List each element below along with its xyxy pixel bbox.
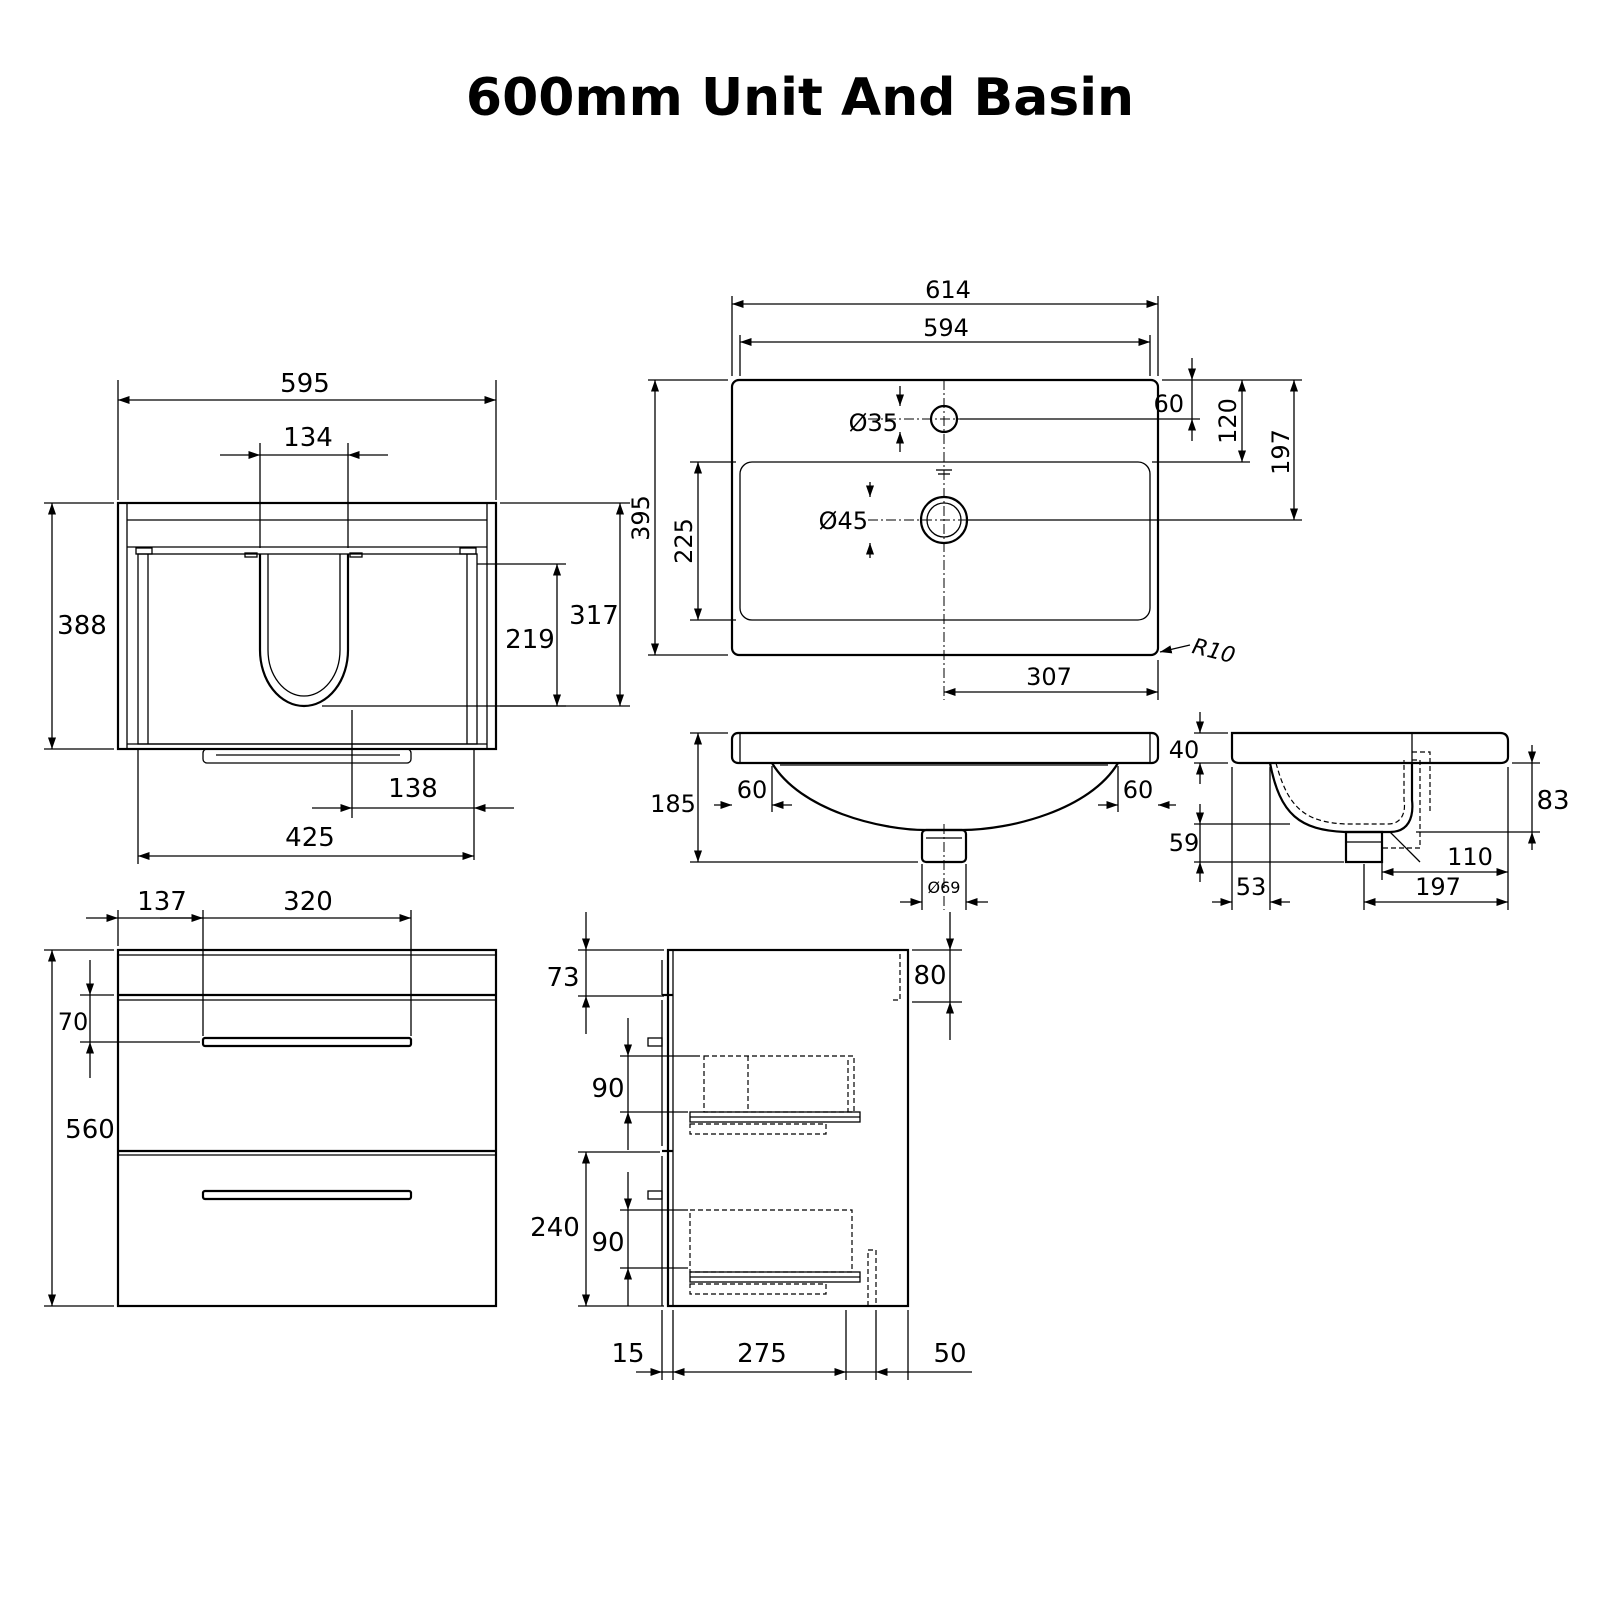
dim-tap-hole-diameter: Ø35 — [849, 409, 898, 437]
dim-front-left-margin: 60 — [737, 776, 768, 804]
dim-unit-depth: 388 — [57, 611, 107, 641]
dim-runner-upper: 90 — [591, 1074, 624, 1104]
dim-tap-hole-offset: 60 — [1153, 390, 1184, 418]
dim-basin-inner-width: 594 — [923, 314, 969, 342]
dim-side-overall-depth: 197 — [1415, 873, 1461, 901]
dim-unit-cutout-width: 134 — [283, 423, 333, 453]
dim-handle-height-from-top: 70 — [58, 1008, 89, 1036]
dim-handle-width: 320 — [283, 887, 333, 917]
unit-top-outline — [116, 501, 498, 764]
dim-unit-cutout-depth: 219 — [505, 625, 555, 655]
dim-side-waste-drop: 59 — [1169, 829, 1200, 857]
dim-front-right-margin: 60 — [1123, 776, 1154, 804]
dim-basin-height: 185 — [650, 790, 696, 818]
dim-unit-cutout-offset: 138 — [388, 774, 438, 804]
unit-side-outline — [647, 948, 910, 1308]
dim-unit-inner-depth: 317 — [569, 601, 619, 631]
dim-side-bowl-height: 83 — [1536, 786, 1569, 816]
dim-lower-drawer: 240 — [530, 1213, 580, 1243]
dim-basin-overall-width: 614 — [925, 276, 971, 304]
dim-runner-lower: 90 — [591, 1228, 624, 1258]
unit-top-view: 595 134 388 317 219 138 425 — [44, 369, 630, 864]
basin-top-view: 614 594 Ø35 Ø45 395 225 60 120 — [627, 276, 1302, 700]
dim-unit-height: 560 — [65, 1115, 115, 1145]
dim-waste-offset: 197 — [1267, 429, 1295, 475]
unit-front-outline — [116, 948, 498, 1308]
dim-side-waste-from-front: 110 — [1447, 843, 1493, 871]
page-title: 600mm Unit And Basin — [465, 68, 1135, 128]
basin-side-outline — [1230, 731, 1510, 864]
unit-front-view: 137 320 70 560 — [44, 887, 498, 1308]
dim-top-rail: 73 — [546, 963, 579, 993]
dim-bowl-front-offset: 120 — [1214, 398, 1242, 444]
dim-corner-radius: R10 — [1190, 634, 1238, 669]
dim-handle-offset: 137 — [137, 887, 187, 917]
dim-back-rail: 80 — [913, 961, 946, 991]
dim-bowl-depth: 225 — [670, 518, 698, 564]
dim-rear-gap: 50 — [933, 1339, 966, 1369]
dim-waste-outlet: Ø69 — [928, 878, 961, 897]
dim-basin-half-width: 307 — [1026, 663, 1072, 691]
dim-front-thickness: 15 — [611, 1339, 644, 1369]
basin-front-view: 185 60 60 Ø69 — [650, 731, 1176, 910]
basin-front-outline — [730, 731, 1160, 864]
dim-unit-inner-width: 425 — [285, 823, 335, 853]
dim-side-waste-width: 53 — [1236, 873, 1267, 901]
basin-top-outline — [730, 378, 1160, 657]
dim-waste-diameter: Ø45 — [819, 507, 868, 535]
dim-unit-width: 595 — [280, 369, 330, 399]
dim-side-rim-height: 40 — [1169, 736, 1200, 764]
dim-basin-depth: 395 — [627, 495, 655, 541]
dim-runner-depth: 275 — [737, 1339, 787, 1369]
basin-side-view: 40 83 59 110 53 197 — [1169, 712, 1570, 910]
unit-side-view: 73 80 90 240 90 — [530, 912, 972, 1380]
